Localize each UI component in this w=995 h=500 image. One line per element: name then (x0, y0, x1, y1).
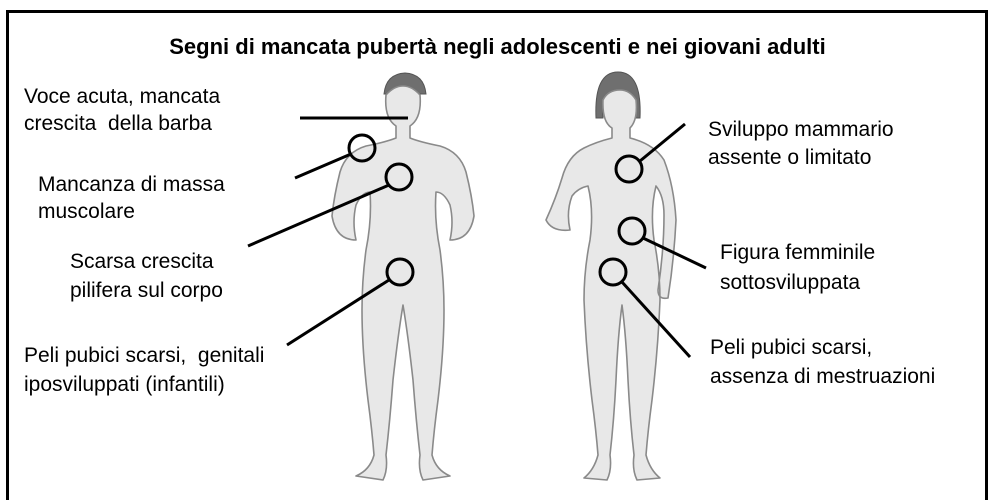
label-pubic-male-line1: Peli pubici scarsi, genitali (24, 343, 264, 368)
label-hair-line2: pilifera sul corpo (70, 278, 223, 303)
label-hair-line1: Scarsa crescita (70, 249, 214, 274)
label-voice-line2: crescita della barba (24, 111, 212, 136)
label-voice-line1: Voce acuta, mancata (24, 84, 220, 109)
female-figure (546, 72, 676, 480)
label-figure-line2: sottosviluppata (720, 270, 860, 295)
male-body-silhouette (332, 86, 474, 480)
label-muscle-line2: muscolare (38, 199, 135, 224)
label-pubic-female-line2: assenza di mestruazioni (710, 364, 935, 389)
label-figure-line1: Figura femminile (720, 240, 875, 265)
label-pubic-male-line2: iposviluppati (infantili) (24, 372, 225, 397)
label-muscle-line1: Mancanza di massa (38, 172, 225, 197)
diagram-title: Segni di mancata pubertà negli adolescen… (0, 33, 995, 61)
label-breast-line2: assente o limitato (708, 145, 871, 170)
breast-pointer-line (640, 124, 685, 161)
male-figure (332, 73, 474, 480)
label-pubic-female-line1: Peli pubici scarsi, (710, 335, 872, 360)
label-breast-line1: Sviluppo mammario (708, 117, 894, 142)
